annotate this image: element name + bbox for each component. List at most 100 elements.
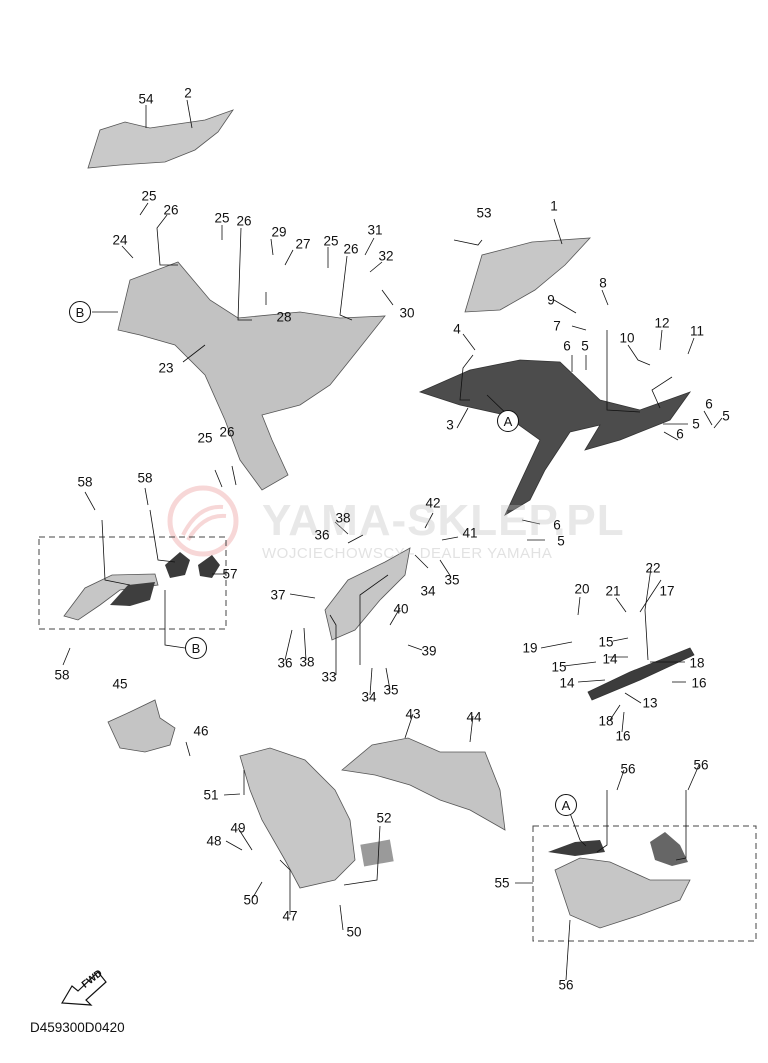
callout-18: 18 (598, 713, 614, 729)
callout-33: 33 (321, 669, 337, 685)
callout-40: 40 (393, 601, 409, 617)
callout-15: 15 (551, 659, 567, 675)
callout-26: 26 (343, 241, 359, 257)
callout-34: 34 (361, 689, 377, 705)
callout-56: 56 (558, 977, 574, 993)
part-45-duct (107, 699, 176, 753)
callout-25: 25 (214, 210, 230, 226)
callout-54: 54 (138, 91, 154, 107)
callout-18: 18 (689, 655, 705, 671)
callout-24: 24 (112, 232, 128, 248)
callout-16: 16 (691, 675, 707, 691)
callout-55: 55 (494, 875, 510, 891)
callout-26: 26 (236, 213, 252, 229)
callout-4: 4 (453, 321, 461, 337)
group-55-dashed-box (532, 825, 757, 942)
callout-14: 14 (559, 675, 575, 691)
callout-26: 26 (219, 424, 235, 440)
part-23-side-panel (117, 261, 386, 491)
callout-38: 38 (299, 654, 315, 670)
diagram-code: D459300D0420 (30, 1020, 125, 1035)
callout-2: 2 (184, 85, 192, 101)
callout-25: 25 (141, 188, 157, 204)
callout-13: 13 (642, 695, 658, 711)
callout-44: 44 (466, 709, 482, 725)
callout-57: 57 (222, 566, 238, 582)
callout-21: 21 (605, 583, 621, 599)
callout-5: 5 (557, 533, 565, 549)
callout-8: 8 (599, 275, 607, 291)
callout-16: 16 (615, 728, 631, 744)
callout-20: 20 (574, 581, 590, 597)
callout-28: 28 (276, 309, 292, 325)
callout-34: 34 (420, 583, 436, 599)
part-55-lower-cowl (554, 857, 691, 929)
callout-6: 6 (553, 517, 561, 533)
callout-12: 12 (654, 315, 670, 331)
group-57-dashed-box (38, 536, 227, 630)
callout-22: 22 (645, 560, 661, 576)
callout-42: 42 (425, 495, 441, 511)
callout-19: 19 (522, 640, 538, 656)
callout-5: 5 (722, 408, 730, 424)
watermark-logo (167, 485, 239, 557)
callout-38: 38 (335, 510, 351, 526)
part-43-44-panel (341, 737, 506, 831)
callout-39: 39 (421, 643, 437, 659)
watermark-title: YAMA-SKLEP.PL (262, 496, 625, 545)
callout-58: 58 (137, 470, 153, 486)
callout-32: 32 (378, 248, 394, 264)
callout-29: 29 (271, 224, 287, 240)
callout-30: 30 (399, 305, 415, 321)
part-33-inner-panel (324, 547, 411, 641)
callout-51: 51 (203, 787, 219, 803)
part-1-panel (464, 237, 591, 313)
callout-9: 9 (547, 292, 555, 308)
callout-7: 7 (553, 318, 561, 334)
part-58-bracket (165, 552, 190, 578)
callout-26: 26 (163, 202, 179, 218)
callout-49: 49 (230, 820, 246, 836)
callout-36: 36 (277, 655, 293, 671)
callout-35: 35 (383, 682, 399, 698)
callout-41: 41 (462, 525, 478, 541)
callout-48: 48 (206, 833, 222, 849)
callout-17: 17 (659, 583, 675, 599)
leader-lines (62, 99, 723, 981)
callout-25: 25 (323, 233, 339, 249)
part-57-dark-insert (110, 582, 155, 606)
callout-50: 50 (346, 924, 362, 940)
callout-27: 27 (295, 236, 311, 252)
callout-10: 10 (619, 330, 635, 346)
callout-14: 14 (602, 651, 618, 667)
callout-58: 58 (77, 474, 93, 490)
part-55-right-piece (650, 832, 688, 866)
callout-6: 6 (676, 426, 684, 442)
callout-36: 36 (314, 527, 330, 543)
callout-1: 1 (550, 198, 558, 214)
callout-5: 5 (581, 338, 589, 354)
callout-56: 56 (693, 757, 709, 773)
callout-15: 15 (598, 634, 614, 650)
callout-58: 58 (54, 667, 70, 683)
callout-52: 52 (376, 810, 392, 826)
callout-3: 3 (446, 417, 454, 433)
part-3-lower-cowling (418, 359, 692, 517)
reference-marker-a: A (555, 794, 577, 816)
part-58-bracket-2 (198, 555, 220, 578)
part-52-pad (360, 839, 394, 867)
part-2-upper-cover (87, 109, 235, 169)
fwd-arrow-icon (60, 971, 107, 1006)
watermark-subtitle: WOJCIECHOWSCY - DEALER YAMAHA (262, 545, 553, 562)
callout-35: 35 (444, 572, 460, 588)
part-55-dark-piece (548, 840, 605, 856)
callout-37: 37 (270, 587, 286, 603)
callout-6: 6 (563, 338, 571, 354)
part-47-side-panel (239, 747, 356, 889)
part-13-bar (587, 647, 695, 701)
callout-31: 31 (367, 222, 383, 238)
callout-53: 53 (476, 205, 492, 221)
reference-marker-a: A (497, 410, 519, 432)
